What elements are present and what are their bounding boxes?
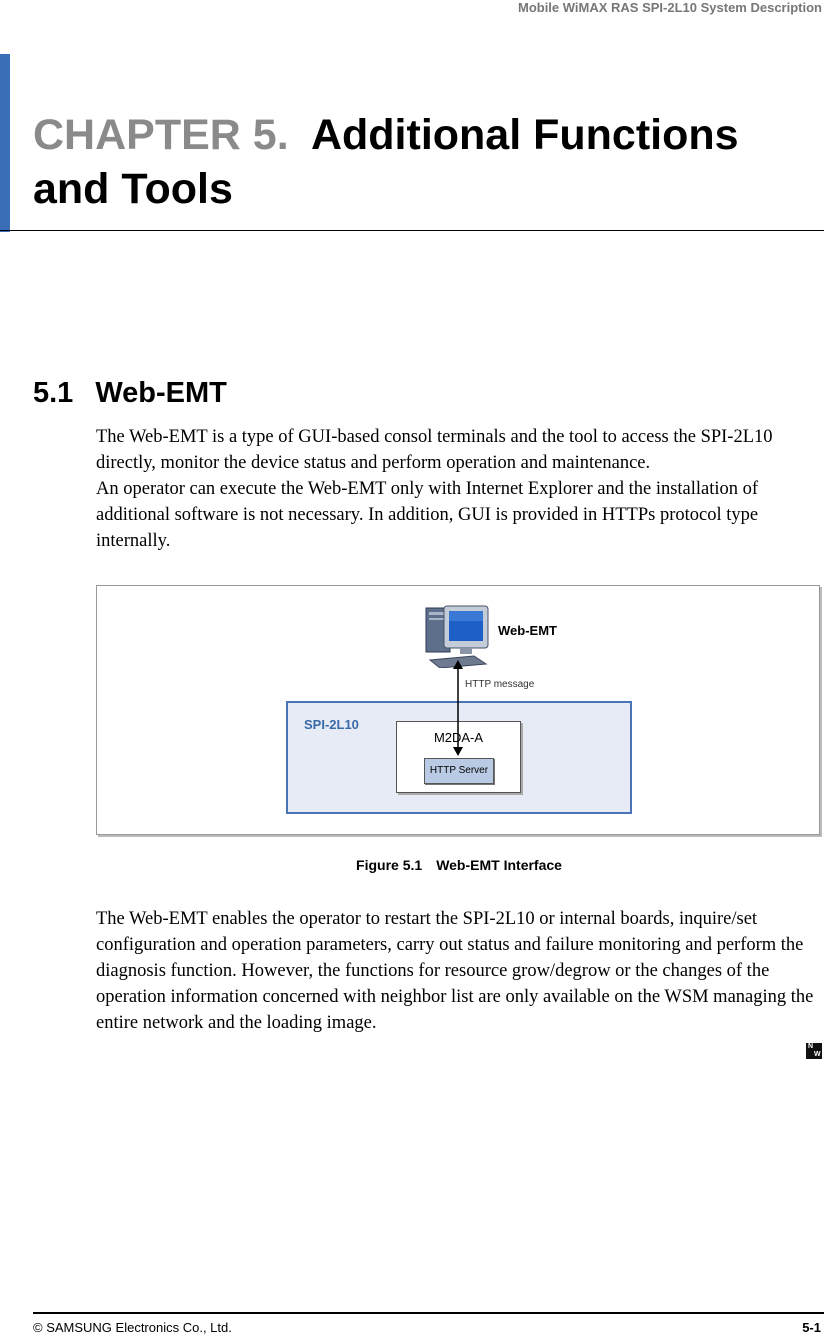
new-item-icon: N W — [806, 1043, 822, 1059]
figure-number: Figure 5.1 — [356, 857, 423, 873]
document-header-title: Mobile WiMAX RAS SPI-2L10 System Descrip… — [517, 0, 822, 15]
chapter-divider — [0, 230, 824, 231]
footer-copyright: © SAMSUNG Electronics Co., Ltd. — [33, 1320, 232, 1335]
footer-page-number: 5-1 — [802, 1320, 821, 1335]
web-emt-label: Web-EMT — [498, 623, 557, 638]
footer-divider — [33, 1312, 824, 1314]
figure-caption: Figure 5.1 Web-EMT Interface — [0, 857, 824, 873]
http-server-block: HTTP Server — [424, 758, 494, 784]
computer-icon — [425, 605, 489, 668]
body-paragraph: The Web-EMT enables the operator to rest… — [96, 909, 814, 1033]
chapter-heading: CHAPTER 5. Additional Functions and Tool… — [33, 108, 813, 216]
figure-title: Web-EMT Interface — [436, 857, 562, 873]
chapter-accent-bar — [0, 54, 10, 232]
chapter-title: Additional Functions and Tools — [33, 111, 739, 213]
section-title: Web-EMT — [95, 377, 227, 409]
intro-paragraph-1: The Web-EMT is a type of GUI-based conso… — [96, 427, 773, 473]
section-heading: 5.1 Web-EMT — [33, 377, 227, 410]
new-icon-letter-bottom: W — [814, 1051, 821, 1058]
section-number: 5.1 — [33, 377, 74, 409]
spi-2l10-box: SPI-2L10 M2DA-A HTTP Server — [286, 701, 632, 814]
intro-paragraph-2: An operator can execute the Web-EMT only… — [96, 479, 759, 551]
http-message-arrow — [453, 660, 463, 756]
intro-text: The Web-EMT is a type of GUI-based conso… — [96, 424, 822, 554]
new-icon-letter-top: N — [808, 1043, 814, 1050]
chapter-number: CHAPTER 5. — [33, 111, 289, 159]
spi-2l10-label: SPI-2L10 — [304, 717, 359, 732]
body-text: The Web-EMT enables the operator to rest… — [96, 906, 822, 1036]
web-emt-diagram: Web-EMT SPI-2L10 M2DA-A HTTP Server HTTP… — [96, 585, 820, 835]
http-message-label: HTTP message — [465, 679, 535, 690]
